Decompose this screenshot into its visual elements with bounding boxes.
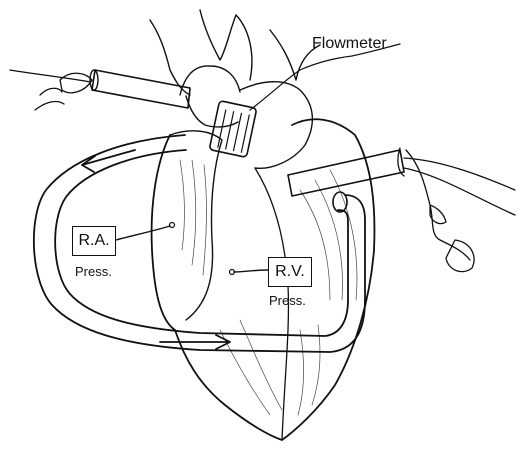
right-atrium-pressure-box: R.A. bbox=[72, 226, 116, 256]
rv-pressure-line bbox=[234, 270, 268, 272]
flowmeter-probe bbox=[209, 101, 257, 158]
svc-cannula bbox=[92, 70, 190, 108]
ra-pressure-line bbox=[116, 226, 170, 240]
flowmeter-wire bbox=[250, 44, 400, 110]
flowmeter-label: Flowmeter bbox=[312, 36, 387, 52]
right-atrium-outline bbox=[170, 131, 222, 320]
pa-cannula bbox=[288, 150, 404, 196]
right-ventricle-pressure-label: Press. bbox=[269, 293, 306, 308]
right-atrium-label: R.A. bbox=[78, 232, 109, 250]
right-ventricle-label: R.V. bbox=[275, 263, 305, 281]
heart-outline bbox=[152, 119, 375, 440]
pulmonary-trunk bbox=[240, 82, 312, 169]
pa-tie bbox=[398, 148, 515, 272]
right-atrium-pressure-label: Press. bbox=[75, 264, 112, 279]
svc-tie bbox=[10, 70, 92, 110]
great-vessels bbox=[150, 10, 320, 95]
right-ventricle-pressure-box: R.V. bbox=[268, 257, 312, 287]
